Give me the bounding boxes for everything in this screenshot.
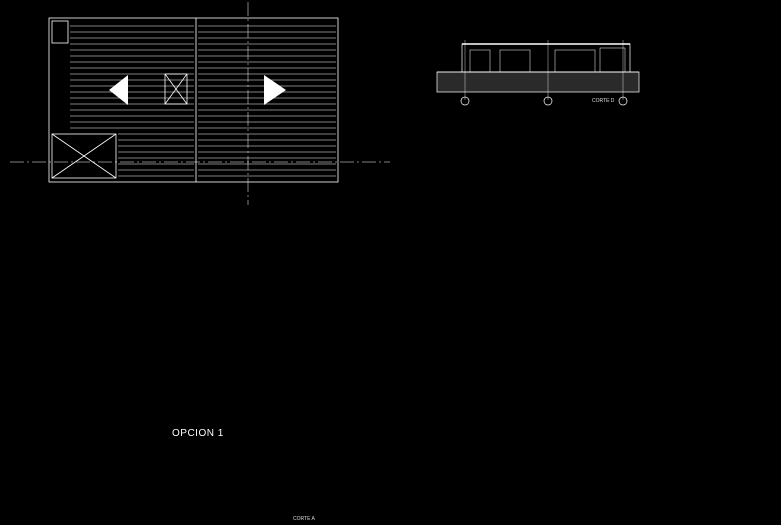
section-detail xyxy=(499,49,531,73)
section-detail xyxy=(469,49,491,73)
arrow-right-icon xyxy=(264,75,286,105)
section-detail xyxy=(554,49,596,73)
roof-plan xyxy=(10,2,390,205)
section-detail xyxy=(599,47,626,73)
arrow-left-icon xyxy=(109,75,128,105)
section-a-caption: CORTE A xyxy=(293,516,315,522)
section-d xyxy=(436,40,640,106)
section-d-caption: CORTE D xyxy=(592,98,615,104)
plan-caption: OPCION 1 xyxy=(172,428,224,439)
